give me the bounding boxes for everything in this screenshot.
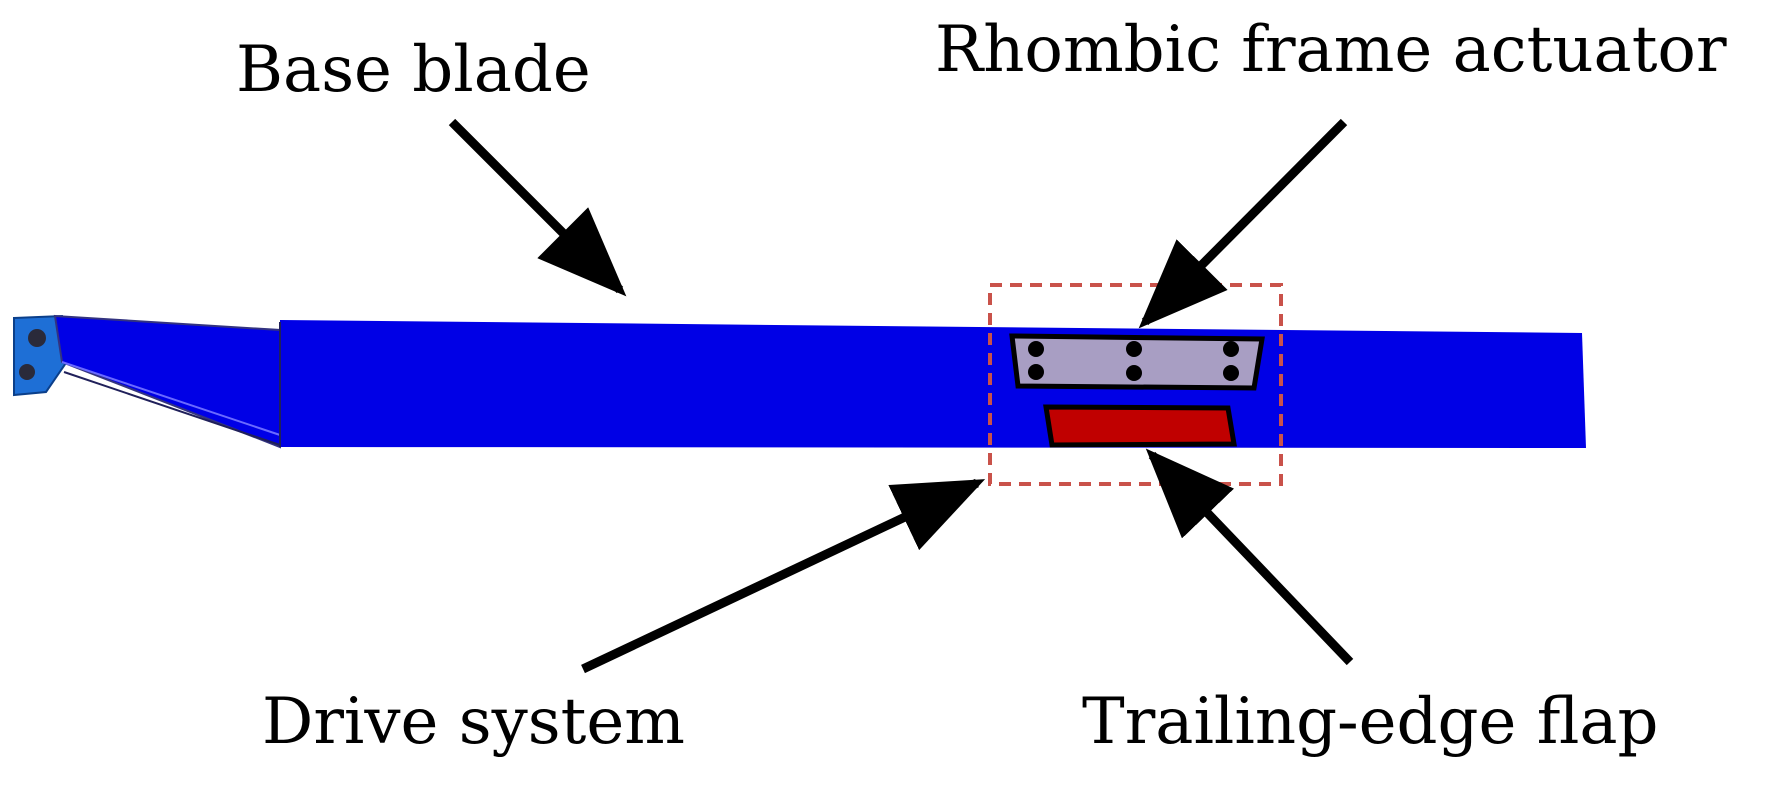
label-drive-system: Drive system xyxy=(262,685,685,759)
drive-system-box xyxy=(988,283,1283,486)
root-arm-edge xyxy=(63,371,281,446)
base-blade xyxy=(280,320,1586,448)
blade-root-fitting xyxy=(13,314,70,397)
actuator-bolt-icon xyxy=(1223,341,1239,357)
actuator-body xyxy=(1009,333,1265,391)
arrow-drive-system xyxy=(581,478,986,674)
root-bolt-icon xyxy=(19,364,35,380)
label-base-blade: Base blade xyxy=(236,33,591,107)
blade-root-arm xyxy=(53,314,281,449)
label-trailing-edge-flap: Trailing-edge flap xyxy=(1082,685,1659,759)
arrow-base-blade xyxy=(448,118,627,297)
arrow-rhombic-frame-actuator xyxy=(1138,118,1348,329)
actuator-bolt-icon xyxy=(1028,341,1044,357)
root-arm-face xyxy=(53,314,281,449)
root-arm-edge xyxy=(61,361,281,436)
actuator-bolt-icon xyxy=(1028,364,1044,380)
actuator-bolt-icon xyxy=(1223,365,1239,381)
arrow-trailing-edge-flap xyxy=(1145,448,1354,666)
actuator-bolt-icon xyxy=(1126,365,1142,381)
label-rhombic-frame-actuator: Rhombic frame actuator xyxy=(935,13,1727,87)
trailing-edge-flap xyxy=(1043,404,1237,448)
actuator-bolt-icon xyxy=(1126,341,1142,357)
root-bolt-icon xyxy=(28,329,46,347)
rhombic-frame-actuator xyxy=(1009,333,1265,391)
